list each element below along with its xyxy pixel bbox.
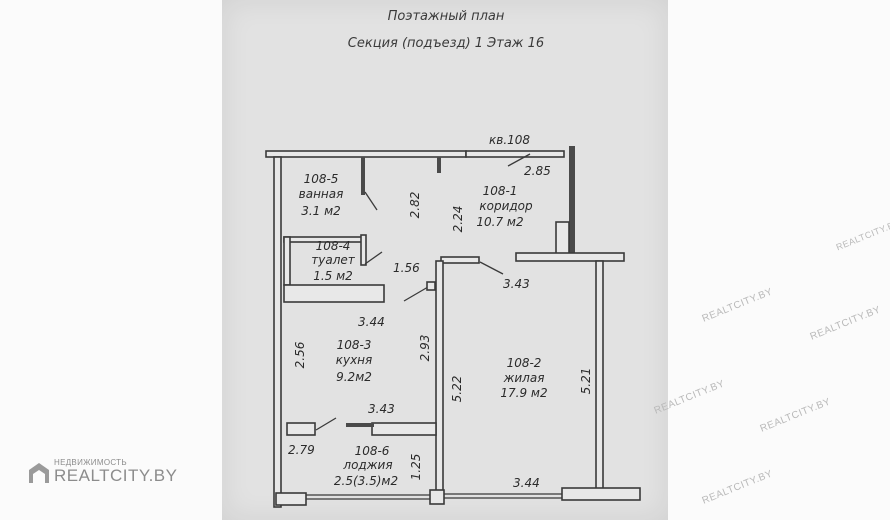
dimension-label: 5.21	[579, 368, 593, 395]
dimension-label: 2.93	[418, 335, 432, 362]
apartment-number: кв.108	[489, 133, 530, 147]
room-name: кухня	[336, 353, 373, 367]
plan-subtitle: Секция (подъезд) 1 Этаж 16	[348, 36, 544, 51]
wall-kitchen-bottom-right	[371, 422, 437, 436]
wall-toilet-bottom	[283, 284, 385, 303]
wall-entry-right	[569, 146, 575, 254]
right-background	[668, 0, 890, 520]
wall-entry-niche	[555, 221, 570, 255]
room-name: лоджия	[342, 458, 392, 472]
dimension-label: 3.44	[358, 315, 385, 329]
room-area: 17.9 м2	[500, 386, 547, 400]
brand-small-text: НЕДВИЖИМОСТЬ	[54, 458, 127, 467]
brand-name: REALTCITY.BY	[54, 466, 178, 485]
dimension-label: 2.79	[288, 443, 315, 457]
room-108-3: 108-3 кухня 9.2м2	[336, 338, 373, 384]
room-id: 108-5	[304, 172, 339, 186]
wall-corridor-stub	[437, 157, 441, 173]
wall-kitchen-bottom-left	[286, 422, 316, 436]
wall-top-left	[265, 150, 467, 158]
room-id: 108-3	[337, 338, 372, 352]
dimension-label: 1.25	[409, 454, 423, 481]
door-marks	[315, 153, 531, 431]
room-area: 1.5 м2	[313, 269, 353, 283]
room-id: 108-1	[483, 184, 518, 198]
room-name: ванная	[299, 187, 344, 201]
dimension-label: 1.56	[393, 261, 420, 275]
wall-toilet-left	[283, 236, 291, 286]
room-area: 9.2м2	[336, 370, 372, 384]
house-icon	[29, 463, 49, 483]
wall-top-right	[465, 150, 565, 158]
brand-text: НЕДВИЖИМОСТЬ REALTCITY.BY	[54, 458, 177, 484]
room-area: 10.7 м2	[476, 215, 523, 229]
dimension-label: 2.24	[451, 206, 465, 233]
dimension-label: 5.22	[450, 376, 464, 403]
room-name: жилая	[503, 371, 545, 385]
room-id: 108-6	[355, 444, 390, 458]
left-background	[0, 0, 222, 520]
wall-left	[273, 156, 282, 508]
plan-title: Поэтажный план	[388, 9, 505, 24]
room-area: 3.1 м2	[301, 204, 341, 218]
wall-living-top-right	[515, 252, 625, 262]
room-name: туалет	[311, 253, 355, 267]
dimension-label: 2.56	[293, 341, 307, 368]
dimension-labels: 2.85 2.82 2.24 1.56 3.43 3.44 2.56 2.93 …	[288, 164, 593, 490]
room-108-5: 108-5 ванная 3.1 м2	[299, 172, 344, 218]
dimension-label: 3.43	[503, 277, 530, 291]
dimension-label: 3.43	[368, 402, 395, 416]
room-108-4: 108-4 туалет 1.5 м2	[311, 239, 355, 283]
wall-toilet-right	[360, 234, 367, 266]
wall-living-right	[595, 260, 604, 491]
dimension-label: 2.85	[524, 164, 551, 178]
dimension-label: 2.82	[408, 192, 422, 219]
wall-loggia-right	[429, 489, 445, 505]
room-108-1: 108-1 коридор 10.7 м2	[476, 184, 533, 229]
walls	[265, 146, 641, 508]
wall-bath-right	[361, 157, 365, 195]
wall-living-top-left	[440, 256, 480, 264]
room-108-6: 108-6 лоджия 2.5(3.5)м2	[334, 444, 398, 488]
dimension-label: 3.44	[513, 476, 540, 490]
room-name: коридор	[479, 199, 533, 213]
room-id: 108-2	[507, 356, 542, 370]
wall-living-bottom	[561, 487, 641, 501]
wall-loggia-left	[275, 492, 307, 506]
wall-kitchen-bottom-door	[346, 423, 374, 427]
wall-living-left	[435, 260, 444, 494]
room-id: 108-4	[316, 239, 351, 253]
room-area: 2.5(3.5)м2	[334, 474, 398, 488]
room-108-2: 108-2 жилая 17.9 м2	[500, 356, 547, 400]
brand-logo: НЕДВИЖИМОСТЬ REALTCITY.BY	[28, 458, 177, 484]
